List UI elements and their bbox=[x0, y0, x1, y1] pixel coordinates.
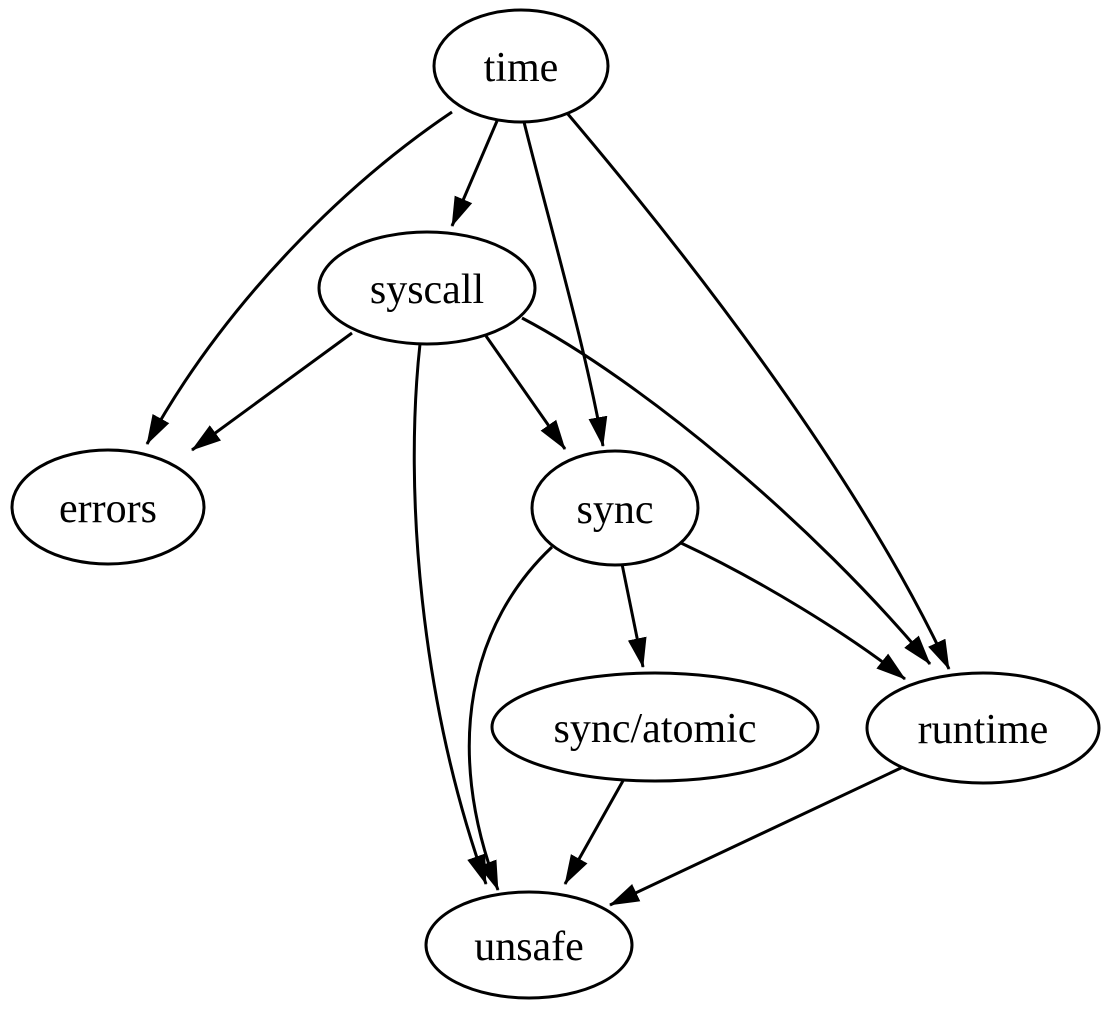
node-runtime-ellipse bbox=[865, 671, 1101, 785]
node-unsafe-ellipse bbox=[424, 890, 634, 1000]
graph-node-errors: errors bbox=[10, 448, 206, 566]
edge-syscall-to-runtime bbox=[521, 316, 932, 665]
node-time-ellipse bbox=[432, 8, 610, 124]
edge-time-to-syscall bbox=[450, 120, 499, 227]
node-syscall-ellipse bbox=[317, 230, 537, 346]
nodes-layer: time syscall errors sync sync/atomic runtime u… bbox=[10, 8, 1101, 1000]
graph-node-syscall: syscall bbox=[317, 230, 537, 346]
edge-syscall-to-sync bbox=[484, 335, 567, 450]
graph-node-time: time bbox=[432, 8, 610, 124]
edge-syscall-to-unsafe bbox=[412, 343, 488, 885]
node-sync-atomic-ellipse bbox=[490, 671, 820, 783]
edge-time-to-sync bbox=[522, 121, 608, 447]
graph-node-runtime: runtime bbox=[865, 671, 1101, 785]
node-errors-ellipse bbox=[10, 448, 206, 566]
node-runtime-label: runtime bbox=[918, 707, 1049, 753]
node-syscall-label: syscall bbox=[370, 267, 484, 313]
node-sync-ellipse bbox=[530, 449, 700, 567]
node-time-label: time bbox=[484, 45, 559, 91]
graph-node-sync-atomic: sync/atomic bbox=[490, 671, 820, 783]
edge-sync-to-runtime bbox=[680, 541, 906, 681]
node-sync-label: sync bbox=[577, 487, 654, 533]
graph-node-sync: sync bbox=[530, 449, 700, 567]
edges-layer bbox=[145, 110, 951, 907]
edge-runtime-to-unsafe bbox=[609, 765, 904, 907]
node-errors-label: errors bbox=[59, 486, 157, 532]
edge-time-to-errors bbox=[145, 110, 453, 445]
edge-syscall-to-errors bbox=[191, 331, 353, 452]
edge-sync-atomic-to-unsafe bbox=[563, 778, 626, 885]
graph-node-unsafe: unsafe bbox=[424, 890, 634, 1000]
edge-sync-to-unsafe bbox=[467, 545, 554, 891]
node-unsafe-label: unsafe bbox=[474, 924, 584, 970]
edge-sync-to-sync-atomic bbox=[620, 563, 647, 668]
node-sync-atomic-label: sync/atomic bbox=[554, 706, 757, 752]
edge-time-to-runtime bbox=[565, 112, 951, 670]
